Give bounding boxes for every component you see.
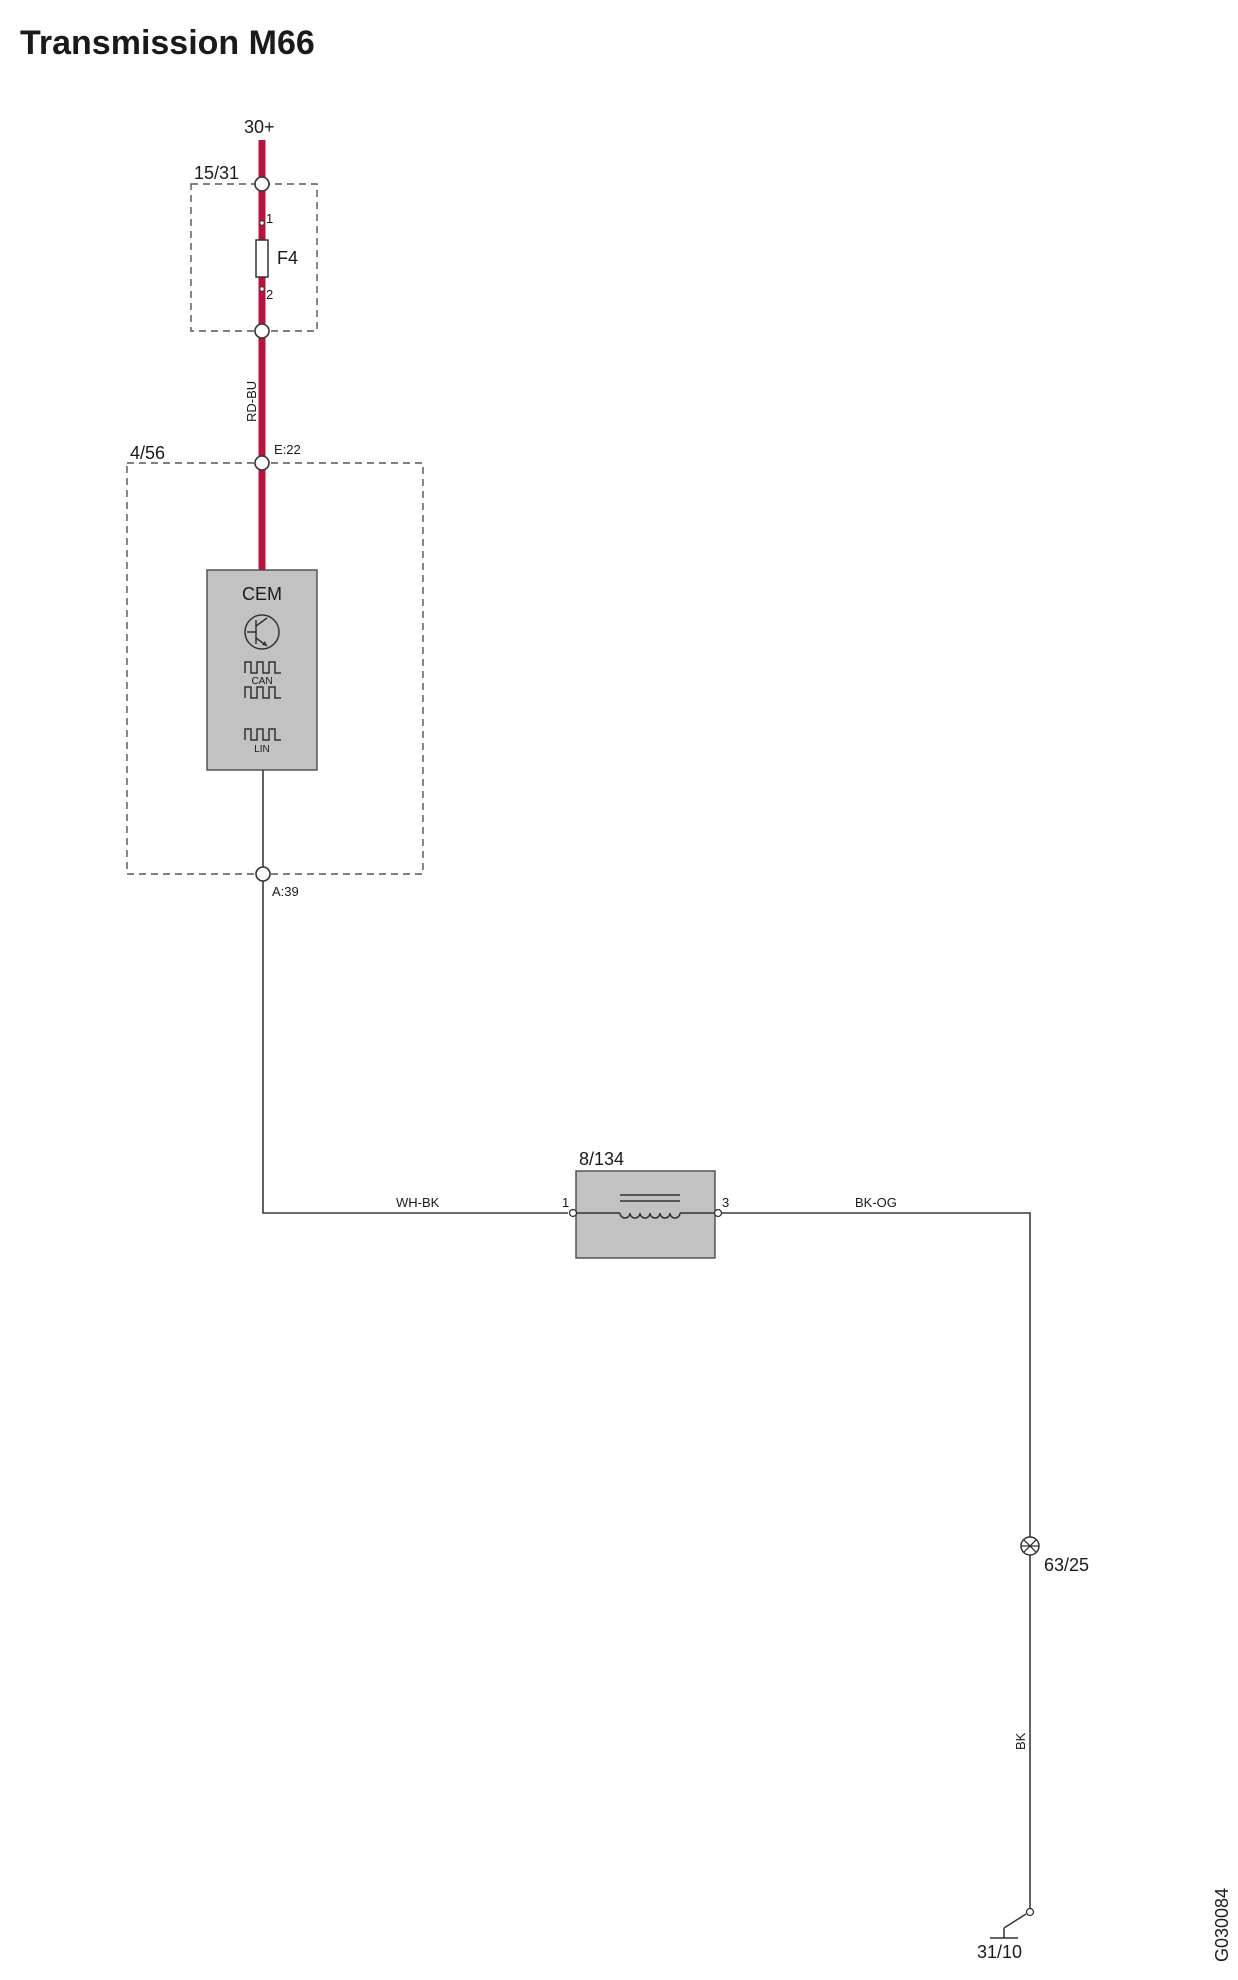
drawing-code: G030084 — [1212, 1888, 1232, 1962]
module-pin-in: E:22 — [274, 442, 301, 457]
wire-bk-og — [722, 1212, 1031, 1908]
wire-wh-bk — [262, 770, 568, 1214]
component-pin-right: 3 — [722, 1195, 729, 1210]
cem-bus2-label: LIN — [254, 744, 270, 755]
cem-module — [206, 569, 318, 771]
fuse-pin-out: 2 — [266, 287, 273, 302]
ground-icon — [990, 1907, 1035, 1939]
fuse-pin-in: 1 — [266, 211, 273, 226]
fuse-pin1-dot — [259, 220, 265, 226]
component-pin-left: 1 — [562, 1195, 569, 1210]
fuse-box-entry-node — [254, 176, 270, 192]
can-signal-icon — [244, 661, 281, 674]
module-exit-node — [255, 866, 271, 882]
component-pin3-dot — [713, 1208, 723, 1218]
fuse-box-id: 15/31 — [194, 163, 239, 183]
wire2-color-code: WH-BK — [396, 1195, 440, 1210]
supply-label: 30+ — [244, 117, 275, 137]
module-box-id: 4/56 — [130, 443, 165, 463]
can-signal-icon-2 — [244, 686, 281, 699]
module-pin-out: A:39 — [272, 884, 299, 899]
fuse-f4-symbol — [255, 239, 269, 278]
splice-id: 63/25 — [1044, 1555, 1089, 1575]
fuse-label: F4 — [277, 248, 298, 268]
fuse-box-exit-node — [254, 323, 270, 339]
wire1-color-code: RD-BU — [244, 381, 259, 422]
component-id: 8/134 — [579, 1149, 624, 1169]
fuse-pin2-dot — [259, 286, 265, 292]
component-8-134 — [575, 1170, 716, 1259]
module-entry-node — [254, 455, 270, 471]
cem-bus1-label: CAN — [251, 676, 272, 687]
splice-icon — [1020, 1536, 1040, 1556]
ground-id: 31/10 — [977, 1942, 1022, 1962]
wire4-color-code: BK — [1013, 1732, 1028, 1750]
fuse-box-outline — [190, 183, 318, 332]
wire3-color-code: BK-OG — [855, 1195, 897, 1210]
module-box-outline — [126, 462, 424, 875]
coil-icon — [577, 1194, 714, 1219]
cem-name: CEM — [242, 584, 282, 604]
transistor-icon — [244, 614, 280, 650]
diagram-title: Transmission M66 — [20, 24, 315, 62]
component-pin1-dot — [568, 1208, 578, 1218]
lin-signal-icon — [244, 728, 281, 741]
